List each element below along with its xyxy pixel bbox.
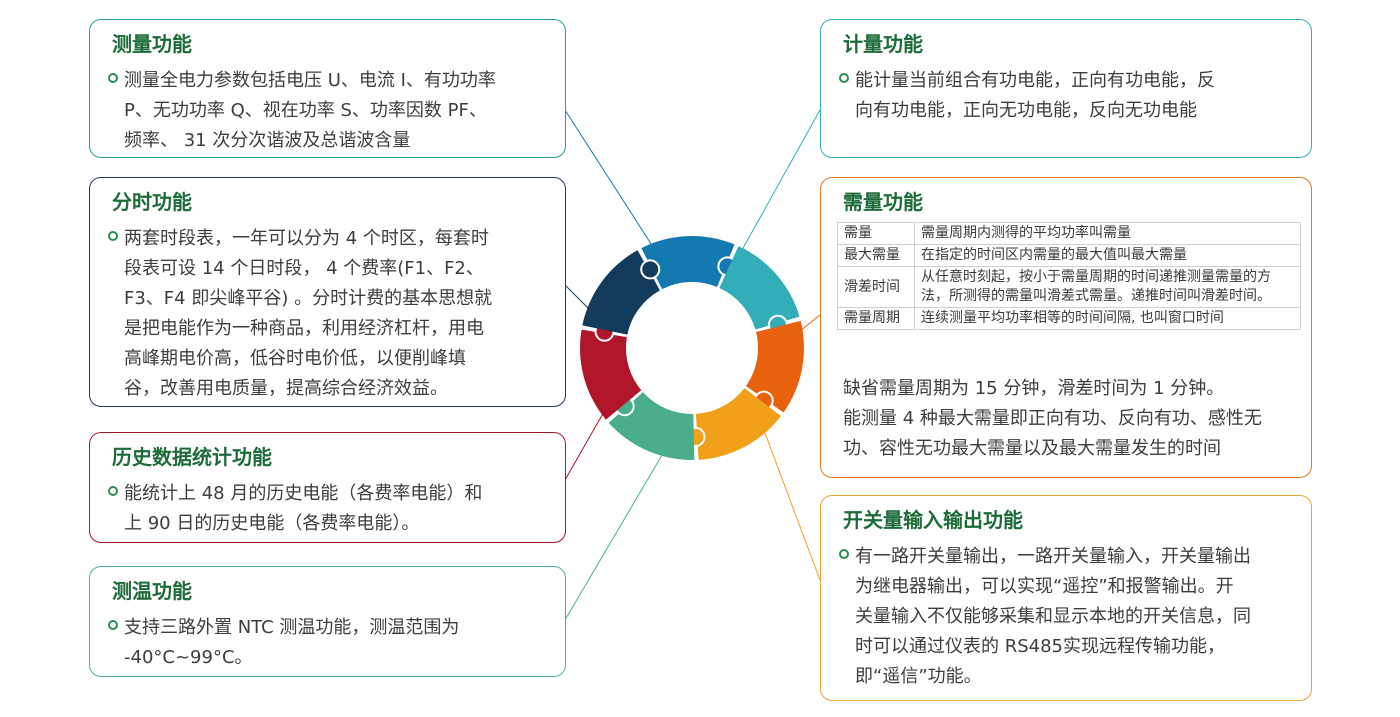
io-title: 开关量输入输出功能 <box>843 508 1023 532</box>
puzzle-segment <box>719 246 800 330</box>
table-def: 从任意时刻起，按小于需量周期的时间递推测量需量的方法，所测得的需量叫滑差式需量。… <box>914 266 1301 308</box>
demand-title: 需量功能 <box>843 190 923 214</box>
io-line: 有一路开关量输出，一路开关量输入，开关量输出 <box>855 546 1251 567</box>
demand-line: 能测量 4 种最大需量即正向有功、反向有功、感性无 <box>843 408 1262 429</box>
temp-line: 支持三路外置 NTC 测温功能，测温范围为 <box>124 617 460 638</box>
history-box: 历史数据统计功能 能统计上 48 月的历史电能（各费率电能）和 上 90 日的历… <box>89 432 566 543</box>
io-line: 关量输入不仅能够采集和显示本地的开关信息，同 <box>855 606 1251 627</box>
io-box: 开关量输入输出功能 有一路开关量输出，一路开关量输入，开关量输出 为继电器输出，… <box>820 495 1312 701</box>
table-term: 需量周期 <box>837 307 915 330</box>
table-term: 需量 <box>837 222 915 245</box>
connector-metering <box>741 109 821 251</box>
bullet-icon <box>108 231 118 241</box>
puzzle-segment <box>745 320 804 413</box>
tou-line: 高峰期电价高，低谷时电价低，以便削峰填 <box>124 348 466 369</box>
puzzle-segment <box>641 236 735 290</box>
bullet-icon <box>839 73 849 83</box>
measure-body: 测量全电力参数包括电压 U、电流 I、有功功率 P、无功功率 Q、视在功率 S、… <box>108 66 555 156</box>
temp-line: -40°C~99°C。 <box>124 647 253 668</box>
tou-box: 分时功能 两套时段表，一年可以分为 4 个时区，每套时 段表可设 14 个日时段… <box>89 177 566 407</box>
history-body: 能统计上 48 月的历史电能（各费率电能）和 上 90 日的历史电能（各费率电能… <box>108 479 555 539</box>
measure-line: P、无功功率 Q、视在功率 S、功率因数 PF、 <box>124 100 487 121</box>
connector-history <box>564 409 606 481</box>
table-term: 最大需量 <box>837 244 915 267</box>
measure-line: 测量全电力参数包括电压 U、电流 I、有功功率 <box>124 70 496 91</box>
history-title: 历史数据统计功能 <box>112 445 272 469</box>
demand-box: 需量功能 需量 需量周期内测得的平均功率叫需量 最大需量 在指定的时间区内需量的… <box>820 177 1312 478</box>
tou-line: F3、F4 即尖峰平谷) 。分时计费的基本思想就 <box>124 288 493 309</box>
temp-body: 支持三路外置 NTC 测温功能，测温范围为 -40°C~99°C。 <box>108 613 555 673</box>
history-line: 能统计上 48 月的历史电能（各费率电能）和 <box>124 483 483 504</box>
demand-line: 缺省需量周期为 15 分钟，滑差时间为 1 分钟。 <box>843 378 1225 399</box>
io-body: 有一路开关量输出，一路开关量输入，开关量输出 为继电器输出，可以实现“遥控”和报… <box>839 542 1301 692</box>
table-def: 连续测量平均功率相等的时间间隔, 也叫窗口时间 <box>914 307 1301 330</box>
table-def: 需量周期内测得的平均功率叫需量 <box>914 222 1301 245</box>
table-row: 需量 需量周期内测得的平均功率叫需量 <box>837 222 1301 245</box>
tou-line: 两套时段表，一年可以分为 4 个时区，每套时 <box>124 228 489 249</box>
metering-box: 计量功能 能计量当前组合有功电能，正向有功电能，反 向有功电能，正向无功电能，反… <box>820 19 1312 158</box>
table-row: 最大需量 在指定的时间区内需量的最大值叫最大需量 <box>837 244 1301 267</box>
tou-line: 谷，改善用电质量，提高综合经济效益。 <box>124 378 448 399</box>
bullet-icon <box>108 620 118 630</box>
demand-body: 缺省需量周期为 15 分钟，滑差时间为 1 分钟。 能测量 4 种最大需量即正向… <box>843 374 1262 464</box>
puzzle-segment <box>580 329 642 420</box>
measure-line: 频率、 31 次分次谐波及总谐波含量 <box>124 130 411 151</box>
metering-title: 计量功能 <box>843 32 923 56</box>
measure-title: 测量功能 <box>112 32 192 56</box>
puzzle-segment <box>695 388 781 460</box>
table-term: 滑差时间 <box>837 266 915 308</box>
temp-box: 测温功能 支持三路外置 NTC 测温功能，测温范围为 -40°C~99°C。 <box>89 566 566 677</box>
demand-definition-table: 需量 需量周期内测得的平均功率叫需量 最大需量 在指定的时间区内需量的最大值叫最… <box>837 222 1301 330</box>
table-row: 需量周期 连续测量平均功率相等的时间间隔, 也叫窗口时间 <box>837 307 1301 330</box>
bullet-icon <box>108 73 118 83</box>
metering-line: 能计量当前组合有功电能，正向有功电能，反 <box>855 70 1215 91</box>
io-line: 时可以通过仪表的 RS485实现远程传输功能， <box>855 636 1226 657</box>
bullet-icon <box>839 549 849 559</box>
table-row: 滑差时间 从任意时刻起，按小于需量周期的时间递推测量需量的方法，所测得的需量叫滑… <box>837 266 1301 308</box>
bullet-icon <box>108 486 118 496</box>
tou-line: 段表可设 14 个日时段， 4 个费率(F1、F2、 <box>124 258 484 279</box>
connector-measure <box>564 109 656 251</box>
table-def: 在指定的时间区内需量的最大值叫最大需量 <box>914 244 1301 267</box>
metering-body: 能计量当前组合有功电能，正向有功电能，反 向有功电能，正向无功电能，反向无功电能 <box>839 66 1301 126</box>
connector-temp <box>564 449 666 621</box>
tou-body: 两套时段表，一年可以分为 4 个时区，每套时 段表可设 14 个日时段， 4 个… <box>108 224 555 404</box>
measure-box: 测量功能 测量全电力参数包括电压 U、电流 I、有功功率 P、无功功率 Q、视在… <box>89 19 566 158</box>
demand-line: 功、容性无功最大需量以及最大需量发生的时间 <box>843 438 1221 459</box>
io-line: 为继电器输出，可以实现“遥控”和报警输出。开 <box>855 576 1234 597</box>
metering-line: 向有功电能，正向无功电能，反向无功电能 <box>855 100 1197 121</box>
tou-title: 分时功能 <box>112 190 192 214</box>
history-line: 上 90 日的历史电能（各费率电能）。 <box>124 513 420 534</box>
puzzle-knob <box>640 259 661 280</box>
tou-line: 是把电能作为一种商品，利用经济杠杆，用电 <box>124 318 484 339</box>
connector-io <box>761 424 821 581</box>
temp-title: 测温功能 <box>112 579 192 603</box>
io-line: 即“遥信”功能。 <box>855 666 982 687</box>
